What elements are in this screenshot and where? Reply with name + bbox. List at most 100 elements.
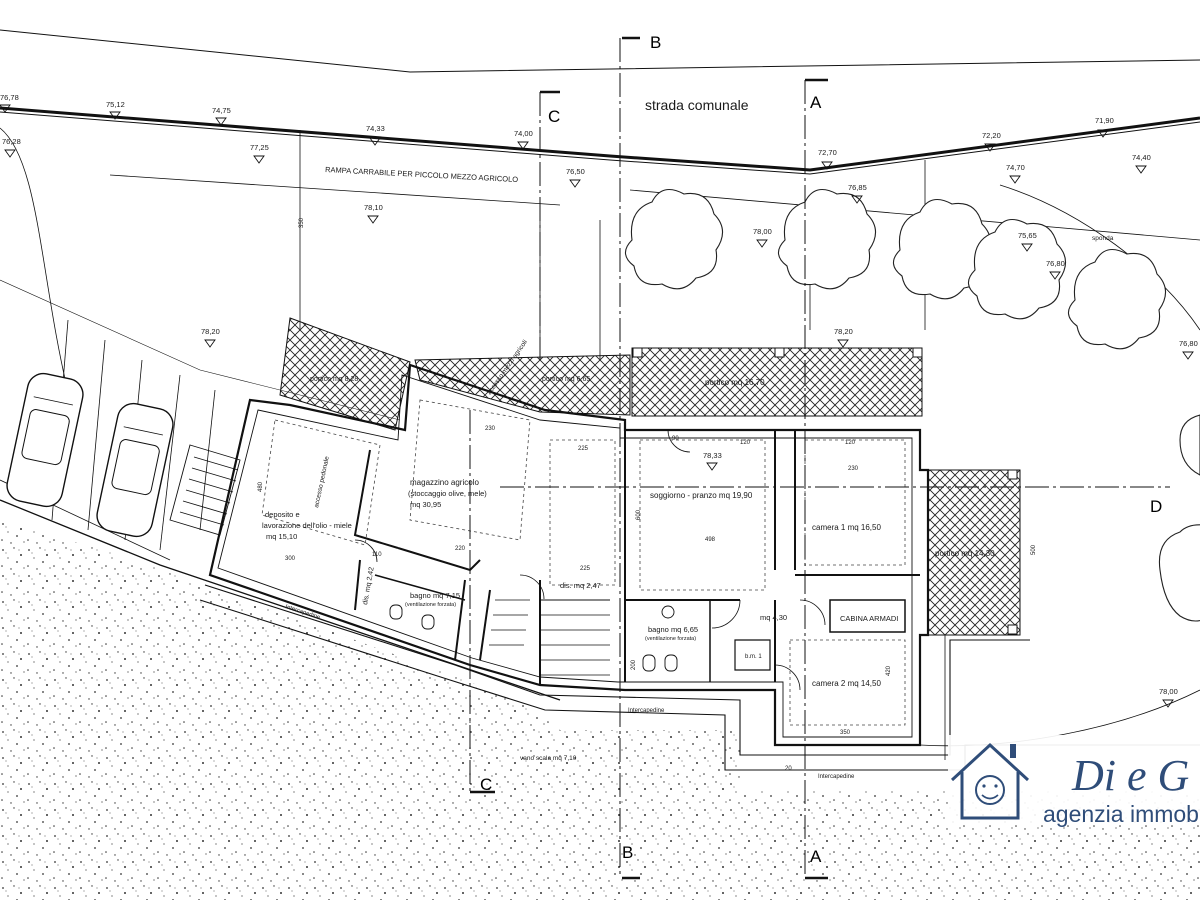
- logo-subtitle: agenzia immobiliare: [1043, 801, 1200, 827]
- dimension-label: 350: [299, 217, 305, 228]
- room-label-deposito: mq 15,10: [266, 532, 297, 541]
- room-label-deposito: lavorazione dell'olio - miele: [262, 521, 352, 530]
- section-d-label: D: [1150, 497, 1162, 516]
- room-label-bagno-note: (ventilazione forzata): [405, 602, 456, 608]
- room-label-portico: portico mq 16,70: [705, 378, 765, 387]
- room-label-portico: portico mq 14,30: [935, 549, 995, 558]
- room-label-soggiorno: soggiorno - pranzo mq 19,90: [650, 491, 753, 500]
- section-c-top-label: C: [548, 107, 560, 126]
- elevation-markers: [0, 104, 1194, 708]
- elevation-label: 76,80: [1179, 339, 1198, 348]
- logo-script-text: Di e G: [1071, 751, 1189, 800]
- section-a-top-label: A: [810, 93, 822, 112]
- gravel-terrain: [0, 520, 1200, 900]
- dimension-label: 90: [672, 436, 679, 442]
- room-label-dis: dis. mq 2,47: [560, 581, 601, 590]
- elevation-label: 76,85: [848, 183, 867, 192]
- elevation-label: 74,40: [1132, 153, 1151, 162]
- room-label-camera-2: camera 2 mq 14,50: [812, 679, 881, 688]
- elevation-label: 72,70: [818, 148, 837, 157]
- elevation-label: 78,33: [703, 451, 722, 460]
- accesso-pedonale-label: accesso pedonale: [313, 455, 331, 508]
- elevation-label: 78,00: [753, 227, 772, 236]
- section-b-bottom-label: B: [622, 843, 633, 862]
- tree-icon: [1158, 524, 1200, 622]
- dimension-label: 225: [580, 566, 591, 572]
- building-walls: [208, 363, 930, 747]
- tree-icon: [967, 218, 1067, 320]
- elevation-label: 71,90: [1095, 116, 1114, 125]
- room-label-camera-1: camera 1 mq 16,50: [812, 523, 881, 532]
- elevation-label: 74,33: [366, 124, 385, 133]
- room-label-bagno-note: (ventilazione forzata): [645, 636, 696, 642]
- elevation-label: 74,75: [212, 106, 231, 115]
- room-label-bagno: bagno mq 7,15: [410, 591, 460, 600]
- car-icon: [96, 402, 174, 538]
- dimension-label: 200: [631, 659, 637, 670]
- section-c-bottom-label: C: [480, 775, 492, 794]
- dimension-label: 500: [1031, 544, 1037, 555]
- parking-area: [0, 319, 561, 701]
- elevation-label: 78,20: [201, 327, 220, 336]
- elevation-label: 75,65: [1018, 231, 1037, 240]
- dimension-label: 20: [785, 766, 792, 772]
- section-a-bottom-label: A: [810, 847, 822, 866]
- dimension-label: 230: [485, 426, 496, 432]
- elevation-label: 78,10: [364, 203, 383, 212]
- dimension-label: 120: [845, 440, 856, 446]
- room-label-magazzino: (stoccaggio olive, mele): [408, 489, 487, 498]
- dimension-label: 420: [886, 665, 892, 676]
- dimension-label: 120: [740, 440, 751, 446]
- elevation-label: 76,50: [566, 167, 585, 176]
- tree-icon: [1179, 414, 1200, 476]
- section-labels: B A C D C B A: [480, 33, 1162, 866]
- house-logo-icon: [950, 742, 1030, 820]
- tree-icon: [624, 188, 724, 290]
- tree-icon: [777, 188, 877, 290]
- elevation-label: 75,12: [106, 100, 125, 109]
- tree-icon: [1067, 248, 1167, 350]
- intercapedine-label: Intercapedine: [628, 708, 665, 714]
- dimension-label: 225: [578, 446, 589, 452]
- dimension-label: 600: [636, 509, 642, 520]
- room-label-magazzino: mq 30,95: [410, 500, 441, 509]
- room-label-dis: mq 4,30: [760, 613, 787, 622]
- room-label-bagno: bagno mq 6,65: [648, 625, 698, 634]
- room-label-deposito: deposito e: [265, 510, 300, 519]
- section-lines: [469, 36, 1170, 880]
- porches: [279, 317, 1021, 636]
- room-label-portico: portico mq 8,28: [310, 376, 358, 383]
- dimension-label: 110: [372, 552, 382, 558]
- dimension-label: 220: [455, 546, 466, 552]
- room-label-portico: portico mq 6,65: [542, 376, 590, 383]
- elevation-label: 74,70: [1006, 163, 1025, 172]
- elevation-label: 78,20: [834, 327, 853, 336]
- dimension-label: 480: [258, 481, 264, 492]
- car-icon: [6, 372, 84, 508]
- dimension-label: 350: [840, 730, 851, 736]
- bm-label: b.m. 1: [745, 654, 762, 660]
- agency-logo: Di e G agenzia immobiliare: [948, 735, 1200, 827]
- intercapedine-label: Intercapedine: [818, 774, 855, 780]
- ramp-label: RAMPA CARRABILE PER PICCOLO MEZZO AGRICO…: [325, 165, 519, 184]
- elevation-label: 76,78: [0, 93, 19, 102]
- sponda-label: sponda: [1092, 235, 1114, 242]
- dimension-labels: 230 225 120 120 230 90 498 350 225 110 2…: [258, 217, 1037, 772]
- road-label: strada comunale: [645, 97, 749, 113]
- dimension-label: 300: [285, 556, 296, 562]
- room-label-dis: dis. mq 2,42: [362, 566, 376, 605]
- elevation-label: 76,28: [2, 137, 21, 146]
- elevation-label: 78,00: [1159, 687, 1178, 696]
- dimension-label: 498: [705, 537, 716, 543]
- elevation-label: 72,20: [982, 131, 1001, 140]
- elevation-label: 76,80: [1046, 259, 1065, 268]
- room-label-cabina: CABINA ARMADI: [840, 614, 898, 623]
- trees: [624, 188, 1200, 622]
- elevation-label: 77,25: [250, 143, 269, 152]
- elevation-values: 76,78 75,12 74,75 74,33 74,00 72,70 72,2…: [0, 93, 1198, 696]
- dimension-label: 230: [848, 466, 859, 472]
- section-b-top-label: B: [650, 33, 661, 52]
- room-label-magazzino: magazzino agricolo: [410, 478, 479, 487]
- elevation-label: 74,00: [514, 129, 533, 138]
